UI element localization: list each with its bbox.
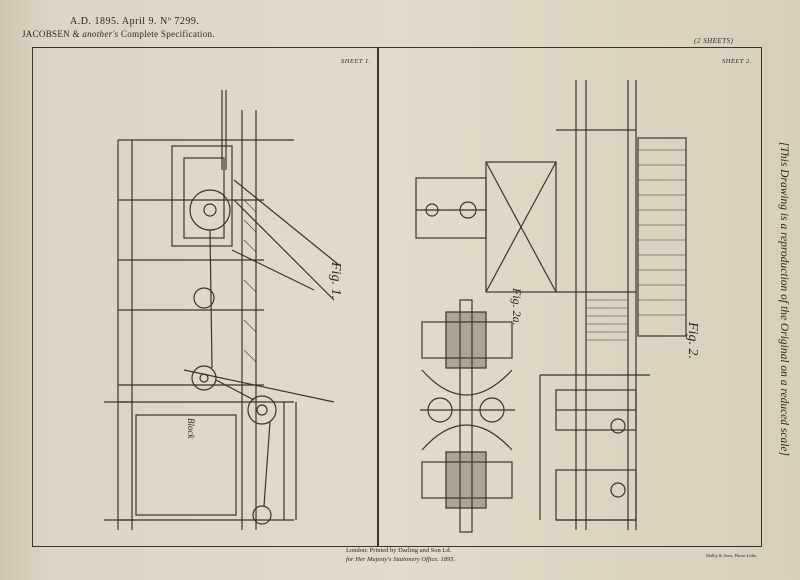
header-italic: another's bbox=[82, 29, 119, 39]
fig-2a-label: Fig. 2a. bbox=[510, 288, 524, 326]
fig-2-drawing bbox=[415, 80, 687, 533]
block-label: Block bbox=[186, 418, 196, 439]
sheet-divider bbox=[377, 47, 379, 547]
sheets-note: (2 SHEETS) bbox=[694, 37, 734, 45]
header-rest: Complete Specification. bbox=[118, 29, 215, 39]
sheet-1-label: SHEET 1. bbox=[341, 58, 371, 65]
fig-1-drawing bbox=[104, 90, 340, 530]
stationery-office-credit: for Her Majesty's Stationery Office. 189… bbox=[346, 556, 456, 563]
patent-header-date: A.D. 1895. April 9. Nº 7299. bbox=[70, 16, 200, 27]
lithographer-credit: Malby & Sons, Photo-Litho. bbox=[706, 553, 758, 558]
reduced-scale-note: [This Drawing is a reproduction of the O… bbox=[778, 142, 790, 457]
patent-header-title: JACOBSEN & another's Complete Specificat… bbox=[22, 29, 215, 39]
header-name: JACOBSEN & bbox=[22, 29, 83, 39]
printer-credit: London: Printed by Darling and Son Ld. bbox=[346, 547, 452, 554]
sheet-2-label: SHEET 2. bbox=[722, 58, 752, 65]
fig-2-label: Fig. 2. bbox=[685, 322, 700, 359]
fig-1-label: Fig. 1. bbox=[328, 262, 343, 299]
drawing-frame bbox=[32, 47, 762, 547]
